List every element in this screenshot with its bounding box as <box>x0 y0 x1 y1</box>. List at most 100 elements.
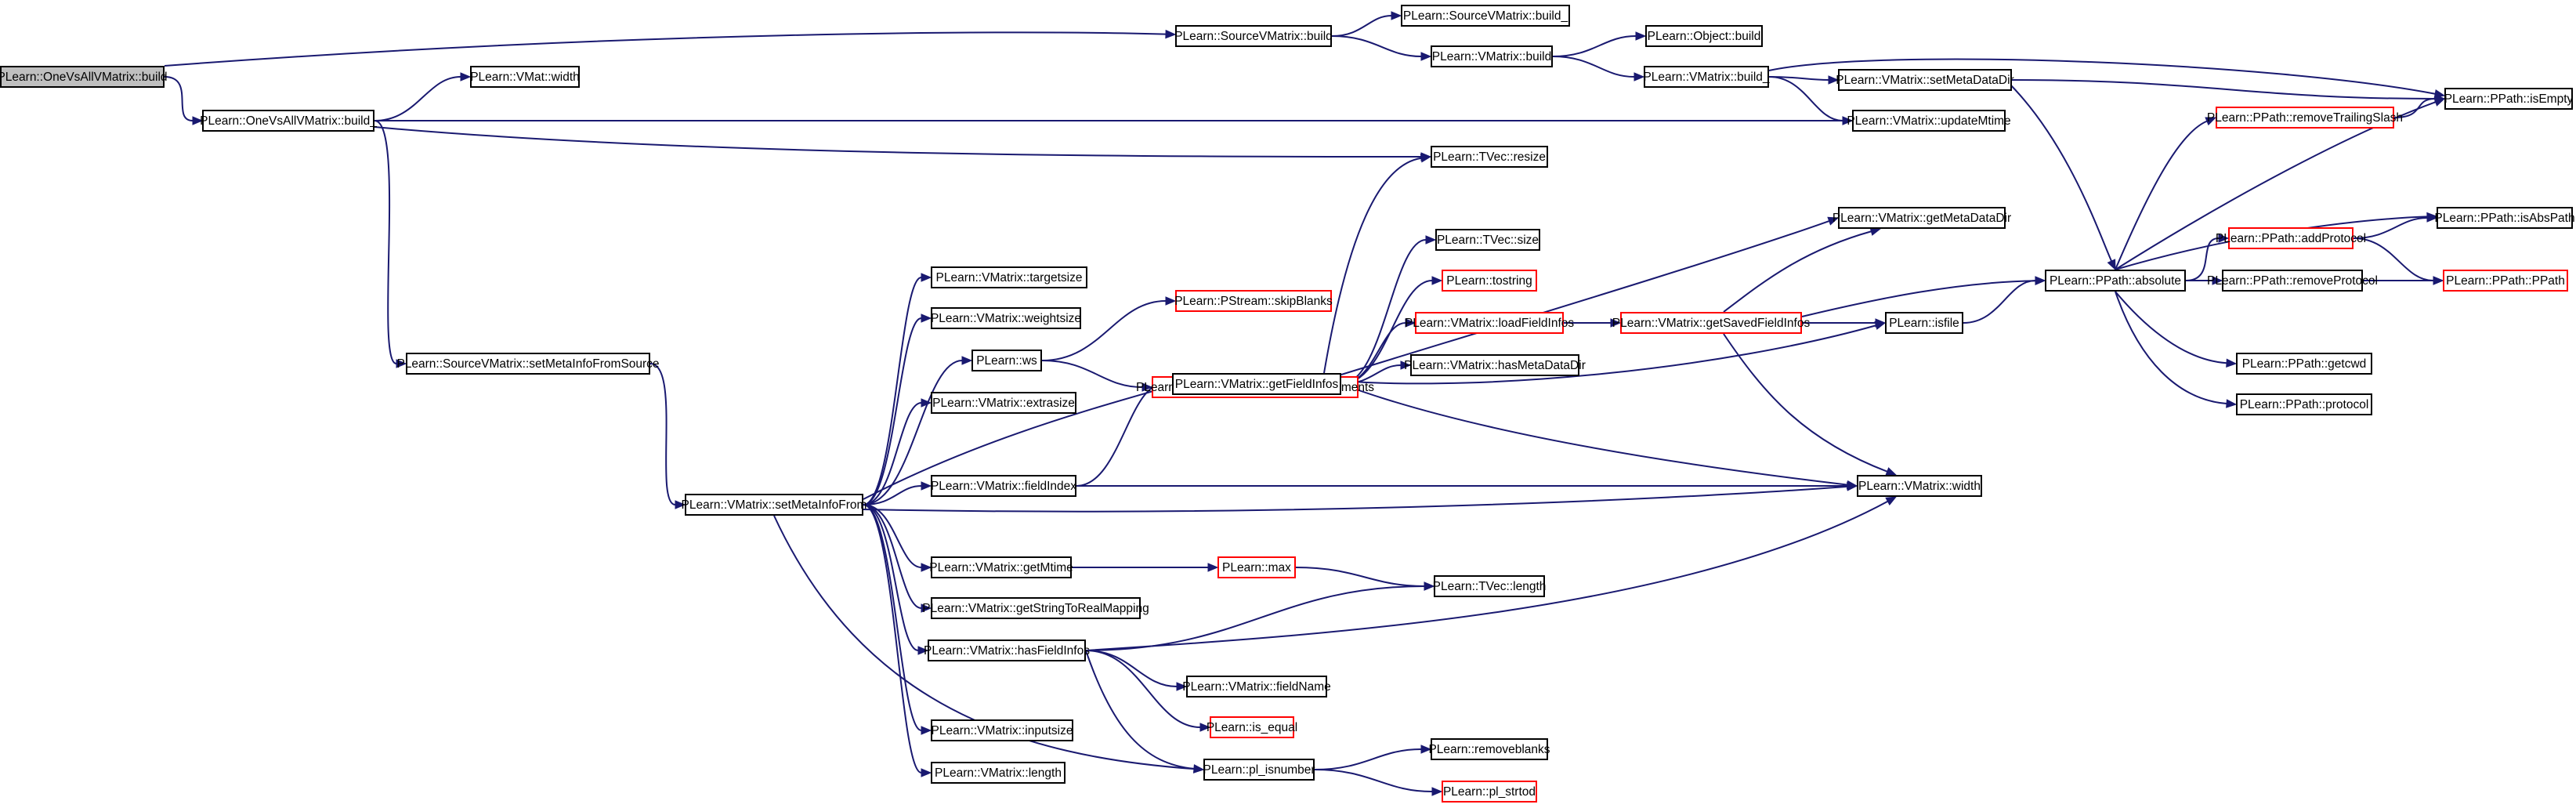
node-box <box>2216 107 2394 129</box>
node-plearn-vmatrix-hasmetadatadir[interactable]: PLearn::VMatrix::hasMetaDataDir <box>1404 354 1586 376</box>
node-box <box>2236 353 2372 375</box>
node-plearn-is-equal[interactable]: PLearn::is_equal <box>1207 716 1297 738</box>
node-label: PLearn::pl_isnumber <box>1203 763 1315 777</box>
node-plearn-vmatrix-width[interactable]: PLearn::VMatrix::width <box>1857 475 1982 497</box>
node-plearn-pstream-skipblanks[interactable]: PLearn::PStream::skipBlanks <box>1174 290 1333 312</box>
node-label: PLearn::TVec::resize <box>1433 150 1546 164</box>
node-plearn-vmatrix-inputsize[interactable]: PLearn::VMatrix::inputsize <box>931 719 1073 741</box>
node-box <box>470 66 580 88</box>
edge-n37-n35 <box>863 485 922 505</box>
node-label: PLearn::ws <box>976 354 1037 368</box>
node-plearn-isfile[interactable]: PLearn::isfile <box>1885 312 1963 334</box>
arrowhead <box>1431 787 1443 796</box>
arrowhead <box>1420 154 1432 163</box>
arrowhead <box>192 116 204 125</box>
node-plearn-ppath-ppath[interactable]: PLearn::PPath::PPath <box>2443 270 2568 292</box>
edges-layer <box>164 11 2446 796</box>
node-label: PLearn::PPath::PPath <box>2446 274 2565 288</box>
arrowhead <box>1847 481 1858 491</box>
edge-n19-n11 <box>2115 120 2208 270</box>
node-label: PLearn::VMatrix::getSavedFieldInfos <box>1612 317 1811 330</box>
arrowhead <box>396 359 407 368</box>
arrowhead <box>2205 117 2217 126</box>
node-plearn-vmatrix-setmetadatadir[interactable]: PLearn::VMatrix::setMetaDataDir <box>1836 69 2014 91</box>
node-box <box>1203 759 1315 781</box>
node-plearn-tvec-size[interactable]: PLearn::TVec::size <box>1435 229 1540 251</box>
node-box <box>2045 270 2186 292</box>
edge-n37-n41 <box>863 504 922 609</box>
node-plearn-vmatrix-getmtime[interactable]: PLearn::VMatrix::getMtime <box>929 556 1073 578</box>
node-plearn-tvec-length[interactable]: PLearn::TVec::length <box>1433 575 1547 597</box>
edge-n42-n44 <box>1085 650 1201 728</box>
node-plearn-vmatrix-getmetadatadir[interactable]: PLearn::VMatrix::getMetaDataDir <box>1833 207 2011 229</box>
node-plearn-vmatrix-loadfieldinfos[interactable]: PLearn::VMatrix::loadFieldInfos <box>1405 312 1574 334</box>
node-plearn-tostring[interactable]: PLearn::tostring <box>1442 270 1537 292</box>
node-plearn-vmatrix-targetsize[interactable]: PLearn::VMatrix::targetsize <box>931 266 1087 288</box>
node-plearn-sourcevmatrix-setmetainfofromsource[interactable]: PLearn::SourceVMatrix::setMetaInfoFromSo… <box>396 353 660 375</box>
node-box <box>685 494 863 516</box>
edge-n29-n37 <box>649 363 676 505</box>
node-box <box>1431 45 1553 67</box>
node-plearn-ppath-protocol[interactable]: PLearn::PPath::protocol <box>2236 393 2372 415</box>
node-plearn-ppath-absolute[interactable]: PLearn::PPath::absolute <box>2045 270 2186 292</box>
node-plearn-max[interactable]: PLearn::max <box>1217 556 1296 578</box>
node-plearn-vmatrix-getsavedfieldinfos[interactable]: PLearn::VMatrix::getSavedFieldInfos <box>1612 312 1811 334</box>
node-label: PLearn::PPath::getcwd <box>2242 357 2367 371</box>
edge-n42-n47 <box>1085 650 1195 770</box>
node-plearn-sourcevmatrix-build[interactable]: PLearn::SourceVMatrix::build_ <box>1401 5 1570 27</box>
arrowhead <box>921 481 932 491</box>
node-plearn-vmatrix-build[interactable]: PLearn::VMatrix::build_ <box>1643 66 1770 88</box>
edge-n47-n46 <box>1314 748 1422 770</box>
arrowhead <box>1885 467 1898 476</box>
arrowhead <box>921 563 932 572</box>
node-plearn-vmatrix-fieldindex[interactable]: PLearn::VMatrix::fieldIndex <box>931 475 1076 497</box>
node-plearn-vmatrix-length[interactable]: PLearn::VMatrix::length <box>931 762 1065 784</box>
node-plearn-ppath-isabspath[interactable]: PLearn::PPath::isAbsPath <box>2434 207 2575 229</box>
node-plearn-vmatrix-setmetainfofrom[interactable]: PLearn::VMatrix::setMetaInfoFrom <box>682 494 867 516</box>
node-plearn-sourcevmatrix-build[interactable]: PLearn::SourceVMatrix::build <box>1174 25 1333 47</box>
node-plearn-vmatrix-hasfieldinfos[interactable]: PLearn::VMatrix::hasFieldInfos <box>924 640 1090 661</box>
node-plearn-ppath-getcwd[interactable]: PLearn::PPath::getcwd <box>2236 353 2372 375</box>
node-plearn-onevsallvmatrix-build[interactable]: PLearn::OneVsAllVMatrix::build_ <box>200 110 377 132</box>
node-box <box>1217 556 1296 578</box>
arrowhead <box>1885 496 1898 506</box>
node-plearn-vmatrix-fieldname[interactable]: PLearn::VMatrix::fieldName <box>1182 676 1331 697</box>
edge-n42-n36 <box>1085 500 1888 651</box>
node-plearn-ppath-isempty[interactable]: PLearn::PPath::isEmpty <box>2444 88 2574 110</box>
node-box <box>931 762 1065 784</box>
node-plearn-ws[interactable]: PLearn::ws <box>971 350 1042 371</box>
node-box <box>1442 781 1537 803</box>
arrowhead <box>921 726 932 735</box>
node-label: PLearn::OneVsAllVMatrix::build <box>0 71 168 84</box>
node-box <box>1410 354 1579 376</box>
node-plearn-vmatrix-updatemtime[interactable]: PLearn::VMatrix::updateMtime <box>1847 110 2011 132</box>
node-plearn-vmatrix-build[interactable]: PLearn::VMatrix::build <box>1431 45 1553 67</box>
node-plearn-ppath-removetrailingslash[interactable]: PLearn::PPath::removeTrailingSlash <box>2207 107 2403 129</box>
node-box <box>2437 207 2573 229</box>
node-plearn-pl-isnumber[interactable]: PLearn::pl_isnumber <box>1203 759 1315 781</box>
node-plearn-pl-strtod[interactable]: PLearn::pl_strtod <box>1442 781 1537 803</box>
edge-n25-n36 <box>1723 333 1888 473</box>
node-plearn-tvec-resize[interactable]: PLearn::TVec::resize <box>1431 146 1548 168</box>
node-box <box>1210 716 1294 738</box>
node-plearn-vmatrix-getfieldinfos[interactable]: PLearn::VMatrix::getFieldInfos <box>1172 373 1341 395</box>
node-plearn-vmatrix-getstringtorealmapping[interactable]: PLearn::VMatrix::getStringToRealMapping <box>922 597 1149 619</box>
node-plearn-vmat-width[interactable]: PLearn::VMat::width <box>470 66 580 88</box>
arrowhead <box>2426 213 2438 223</box>
node-plearn-vmatrix-extrasize[interactable]: PLearn::VMatrix::extrasize <box>931 392 1076 414</box>
arrowhead <box>921 603 932 613</box>
arrowhead <box>2226 399 2238 408</box>
node-plearn-vmatrix-weightsize[interactable]: PLearn::VMatrix::weightsize <box>931 307 1081 329</box>
node-plearn-removeblanks[interactable]: PLearn::removeblanks <box>1428 738 1550 760</box>
node-plearn-onevsallvmatrix-build[interactable]: PLearn::OneVsAllVMatrix::build <box>0 66 168 88</box>
node-box <box>2443 270 2568 292</box>
node-label: PLearn::PPath::removeProtocol <box>2207 274 2378 288</box>
arrowhead <box>1634 72 1645 82</box>
node-plearn-ppath-removeprotocol[interactable]: PLearn::PPath::removeProtocol <box>2207 270 2378 292</box>
node-plearn-ppath-addprotocol[interactable]: PLearn::PPath::addProtocol <box>2216 227 2366 249</box>
arrowhead <box>1165 29 1177 39</box>
arrowhead <box>1207 563 1219 572</box>
node-label: PLearn::TVec::size <box>1437 234 1539 247</box>
edge-n25-n13 <box>1723 230 1872 313</box>
node-plearn-object-build[interactable]: PLearn::Object::build <box>1645 25 1763 47</box>
